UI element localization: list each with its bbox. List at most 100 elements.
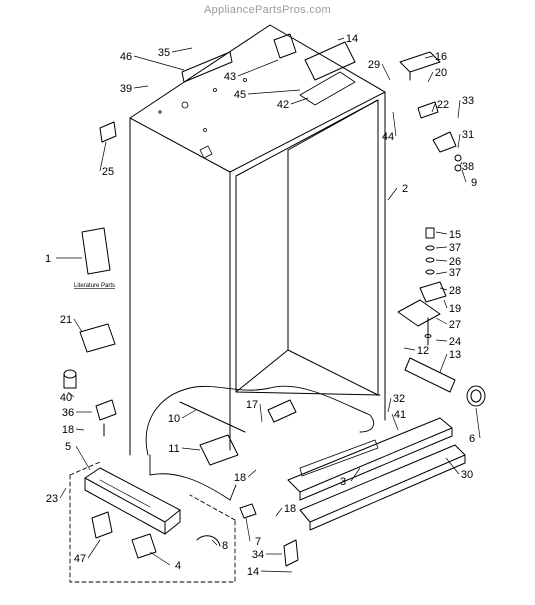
leader-line-35 [171, 47, 193, 53]
top-plate-details [158, 71, 356, 159]
leader-line-4 [149, 551, 171, 566]
leader-line-43 [237, 59, 279, 77]
callout-34: 34 [252, 549, 264, 561]
callout-14: 14 [247, 566, 259, 578]
leader-line-25 [99, 141, 107, 172]
callout-18: 18 [284, 503, 296, 515]
callout-38: 38 [462, 161, 474, 173]
leader-line-37 [435, 246, 448, 249]
leader-line-24 [435, 339, 448, 342]
leader-line-38 [459, 161, 463, 167]
callout-33: 33 [462, 95, 474, 107]
leader-line-18 [247, 469, 257, 478]
leader-line-11 [181, 447, 201, 451]
callout-26: 26 [449, 256, 461, 268]
callout-14: 14 [346, 33, 358, 45]
leader-line-20 [427, 71, 434, 83]
leader-line-46 [133, 55, 185, 71]
callout-39: 39 [120, 83, 132, 95]
callout-18: 18 [234, 472, 246, 484]
leader-line-16 [424, 55, 434, 59]
top-left-parts [99, 33, 356, 143]
leader-line-21 [73, 318, 83, 333]
leader-line-47 [87, 539, 101, 559]
leader-line-10 [181, 409, 197, 419]
callout-25: 25 [102, 166, 114, 178]
leader-line-23 [59, 487, 67, 499]
callout-10: 10 [168, 413, 180, 425]
callout-9: 9 [471, 177, 477, 189]
callout-2: 2 [402, 183, 408, 195]
callout-40: 40 [60, 392, 72, 404]
callout-43: 43 [224, 71, 236, 83]
callout-17: 17 [246, 399, 258, 411]
callout-47: 47 [74, 553, 86, 565]
hinge-stack [397, 227, 447, 346]
grille [287, 417, 453, 501]
toe-plate [299, 444, 466, 531]
callout-37: 37 [449, 267, 461, 279]
cabinet-shell [129, 24, 386, 456]
callout-32: 32 [393, 393, 405, 405]
callout-6: 6 [469, 433, 475, 445]
callout-4: 4 [175, 560, 181, 572]
top-hinge [399, 51, 462, 172]
callout-29: 29 [368, 59, 380, 71]
callout-8: 8 [222, 540, 228, 552]
callout-24: 24 [449, 336, 461, 348]
callout-46: 46 [120, 51, 132, 63]
callout-20: 20 [435, 67, 447, 79]
leader-line-3 [350, 467, 361, 482]
insulation-edge [149, 454, 237, 501]
leader-line-18 [75, 428, 85, 431]
leader-lines [56, 37, 481, 573]
callout-19: 19 [449, 303, 461, 315]
bottom-parts [91, 399, 299, 567]
leader-line-22 [431, 103, 436, 113]
callout-42: 42 [277, 99, 289, 111]
leader-line-18 [275, 507, 283, 517]
leader-line-33 [457, 99, 461, 119]
callout-16: 16 [435, 51, 447, 63]
callout-36: 36 [62, 407, 74, 419]
callout-35: 35 [158, 47, 170, 59]
leader-line-41 [391, 413, 399, 431]
callout-11: 11 [168, 443, 179, 455]
leader-line-7 [245, 517, 251, 542]
literature-booklet [81, 227, 111, 275]
leader-line-6 [475, 407, 481, 439]
callout-27: 27 [449, 319, 461, 331]
callout-45: 45 [234, 89, 246, 101]
callout-41: 41 [394, 409, 406, 421]
insulation-outline [145, 385, 374, 456]
leader-line-2 [387, 187, 398, 201]
leader-line-30 [445, 457, 460, 475]
leader-line-19 [443, 299, 448, 309]
leader-line-42 [290, 97, 309, 105]
leader-line-12 [403, 347, 416, 351]
callout-13: 13 [449, 349, 461, 361]
literature-label: Literature Parts [74, 283, 115, 289]
left-side-parts [63, 323, 117, 437]
leader-line-31 [457, 133, 461, 149]
leader-line-5 [75, 445, 91, 471]
leader-line-14 [337, 37, 345, 41]
leader-line-28 [439, 287, 448, 291]
leader-line-27 [435, 317, 448, 325]
leader-line-8 [211, 539, 218, 546]
callout-31: 31 [462, 129, 474, 141]
callout-12: 12 [417, 345, 429, 357]
base-dashed-box [69, 461, 236, 583]
leader-line-29 [381, 63, 391, 81]
callout-21: 21 [60, 314, 72, 326]
watermark: AppliancePartsPros.com [203, 4, 332, 16]
callout-18: 18 [62, 424, 74, 436]
callout-1: 1 [45, 253, 51, 265]
callout-7: 7 [255, 536, 261, 548]
leader-line-15 [435, 231, 448, 235]
leader-line-45 [247, 89, 301, 95]
callout-3: 3 [340, 476, 346, 488]
